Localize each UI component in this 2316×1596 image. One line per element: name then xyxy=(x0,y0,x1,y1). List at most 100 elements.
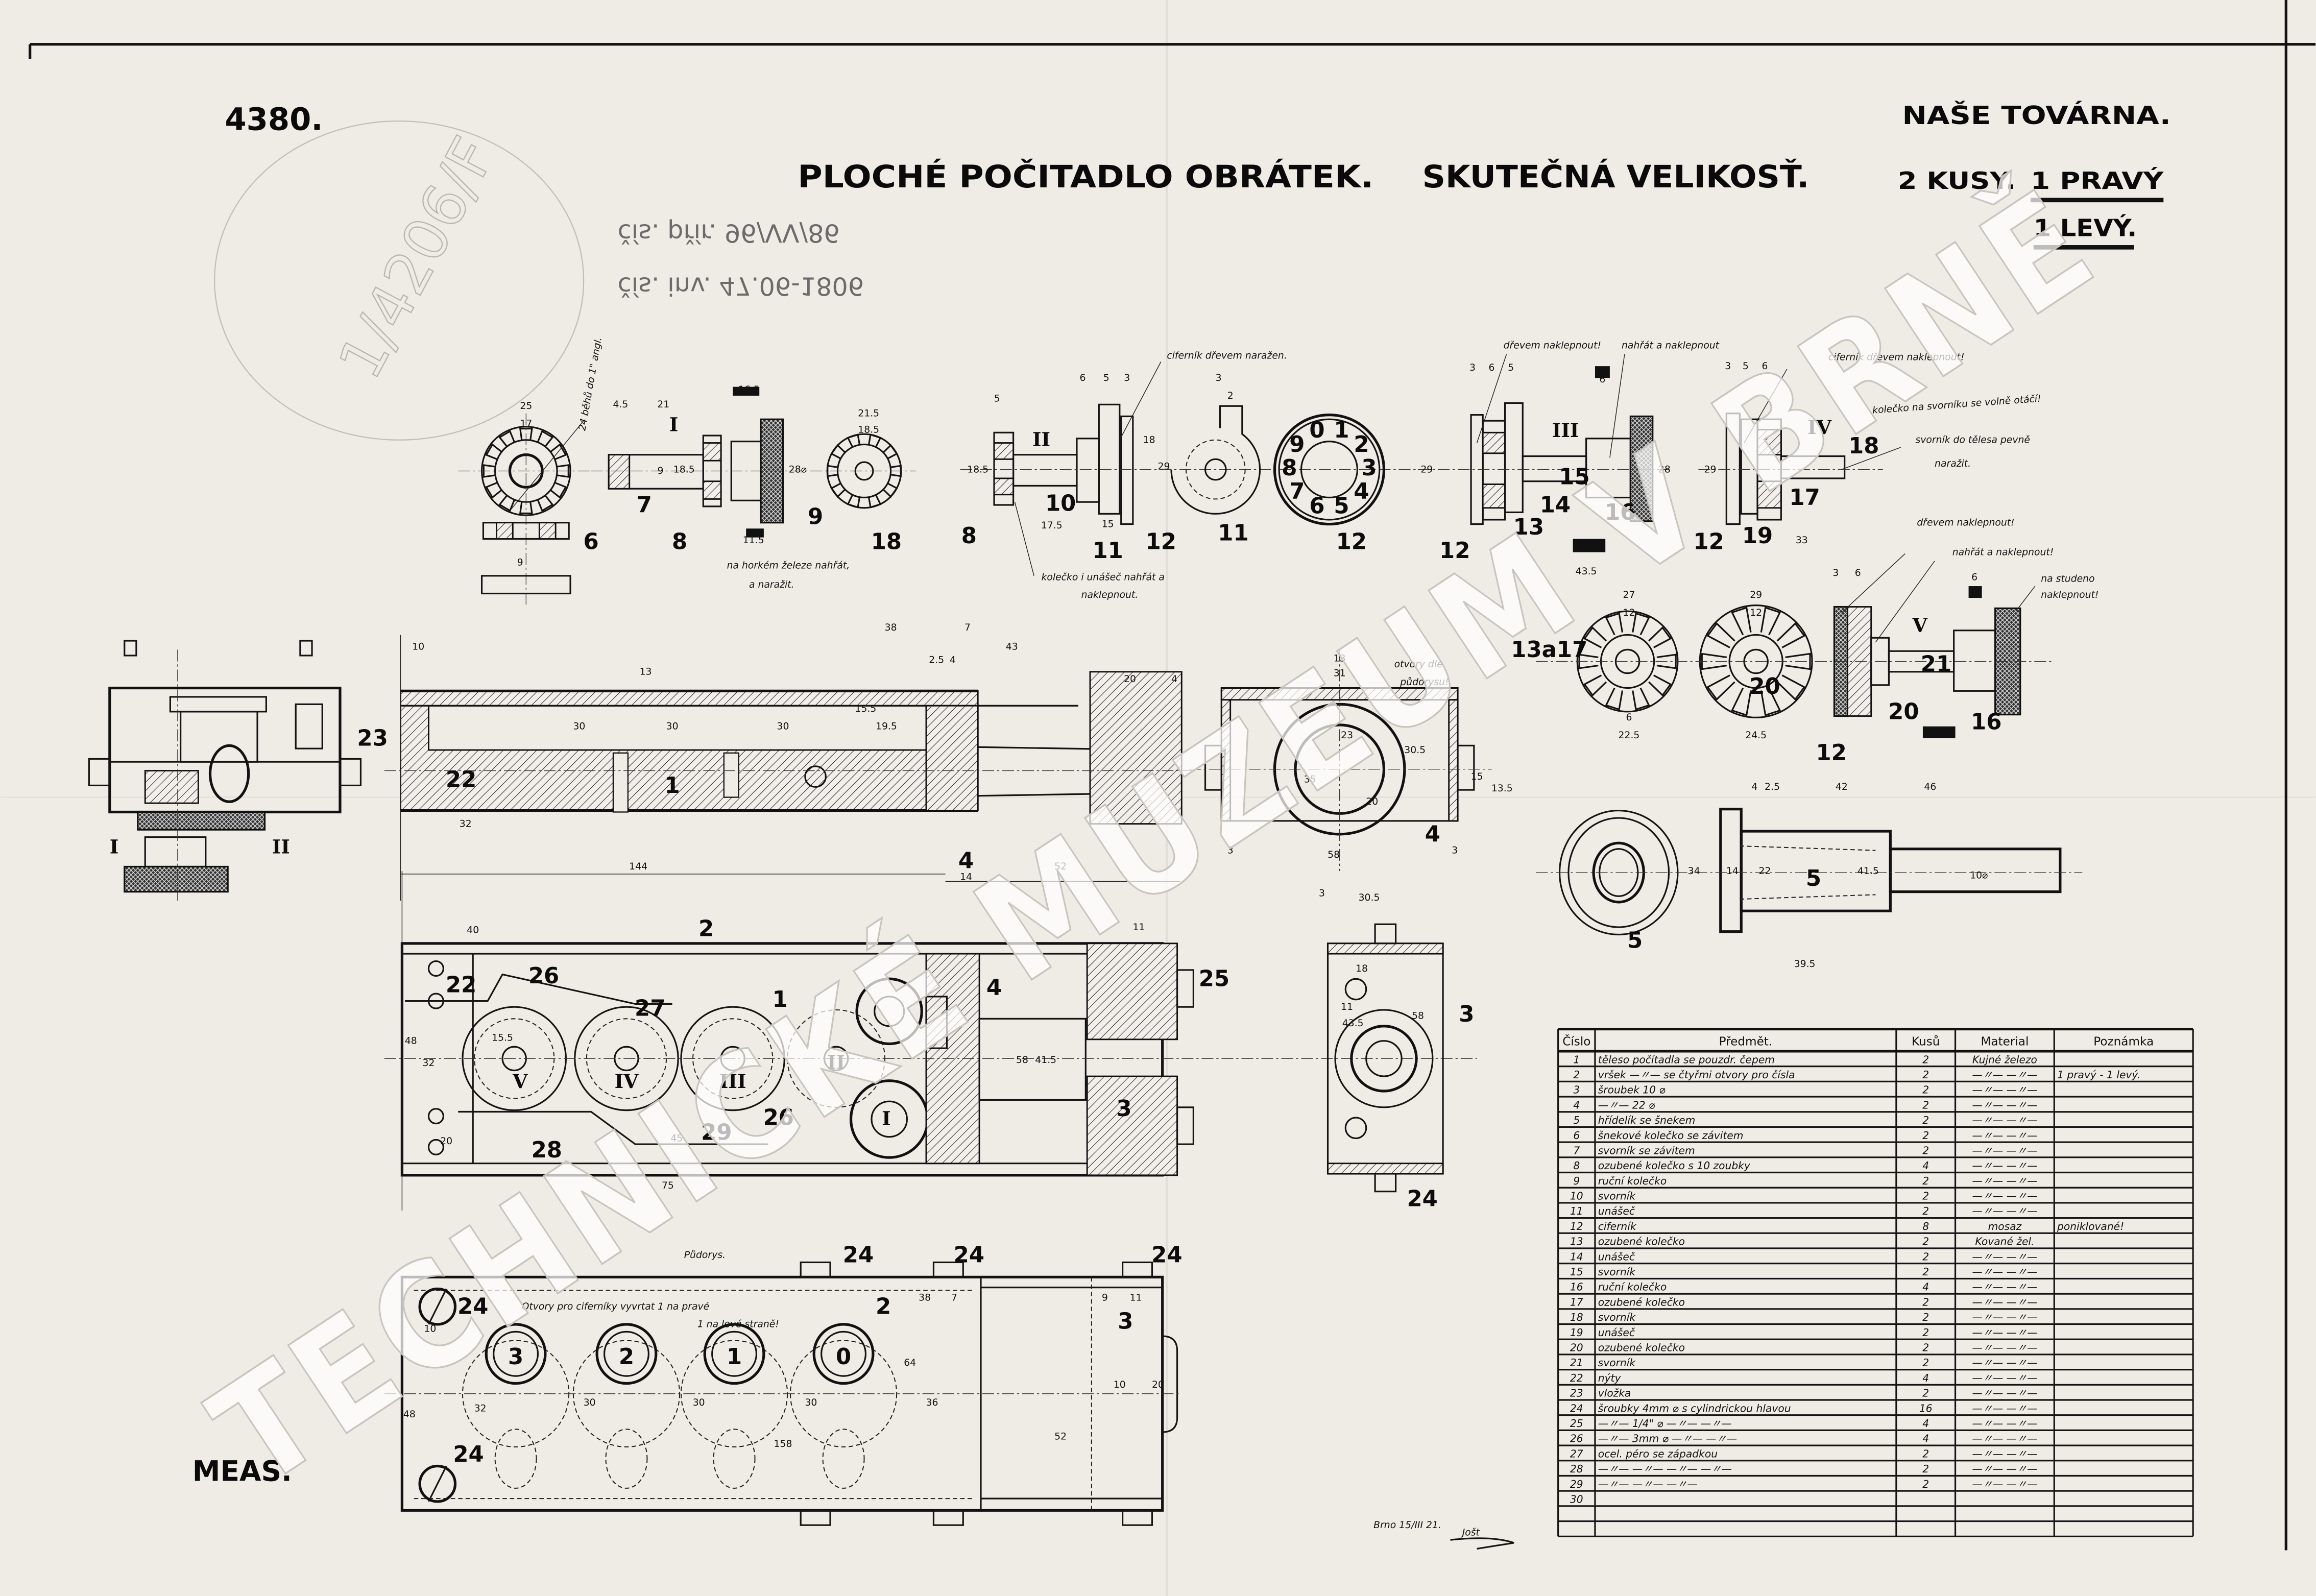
table-cell-qty: 2 xyxy=(1922,1478,1929,1490)
dimension-value: 18.5 xyxy=(673,464,695,475)
dimension-value: 28 xyxy=(1658,464,1671,475)
part-number-26: 26 xyxy=(763,1105,794,1131)
dimension-value: 34 xyxy=(1688,866,1700,877)
dimension-value: 20 xyxy=(440,1136,452,1147)
gear-tooth xyxy=(847,433,861,448)
part-number-3: 3 xyxy=(1459,1002,1474,1027)
gear-tooth xyxy=(1632,612,1650,636)
table-cell-item: ruční kolečko xyxy=(1598,1281,1667,1293)
dimension-value: 17.5 xyxy=(1041,520,1063,531)
dimension-value: 19.5 xyxy=(876,721,897,732)
digit-window xyxy=(485,1323,547,1385)
table-cell-no: 1 xyxy=(1573,1053,1580,1066)
dimension-value: 39.5 xyxy=(1794,959,1816,970)
table-cell-material: —〃— —〃— xyxy=(1972,1311,2038,1323)
dimension-value: 6 xyxy=(1489,362,1495,373)
part-number-12: 12 xyxy=(1336,529,1367,555)
table-cell-no: 20 xyxy=(1570,1342,1583,1354)
part-number-12: 12 xyxy=(1439,538,1470,564)
dimension-value: 17 xyxy=(520,419,532,429)
table-cell-material: —〃— —〃— xyxy=(1972,1417,2038,1430)
dimension-value: 29 xyxy=(1158,462,1170,472)
table-cell-qty: 4 xyxy=(1922,1372,1929,1384)
roman-label: V xyxy=(512,1070,528,1093)
dimension-value: 31 xyxy=(1334,668,1346,679)
dimension-value: 38 xyxy=(885,622,897,633)
table-cell-item: svorník xyxy=(1598,1357,1636,1369)
table-cell-material: mosaz xyxy=(1988,1220,2022,1232)
annotation-note: na studeno xyxy=(2041,573,2094,584)
roman-label: V xyxy=(1912,614,1928,637)
dimension-value: 11 xyxy=(1130,1293,1142,1303)
dimension-value: 11 xyxy=(1132,922,1145,933)
gear-tooth xyxy=(1605,612,1624,636)
table-cell-qty: 4 xyxy=(1922,1159,1929,1172)
dimension-value: 24.5 xyxy=(1745,730,1767,741)
table-cell-qty: 2 xyxy=(1922,1250,1929,1263)
table-cell-qty: 2 xyxy=(1922,1236,1929,1248)
table-cell-qty: 4 xyxy=(1922,1281,1929,1293)
table-cell-item: šroubky 4mm ⌀ s cylindrickou hlavou xyxy=(1598,1402,1791,1414)
dimension-value: 6 xyxy=(1080,373,1086,383)
dimension-value: 32 xyxy=(460,818,472,829)
dimension-value: 32 xyxy=(474,1404,487,1414)
gear-tooth xyxy=(882,482,898,498)
part-number-13a17: 13a17 xyxy=(1511,637,1587,663)
dial-numeral: 3 xyxy=(1361,455,1377,481)
dimension-value: 45 xyxy=(670,1133,683,1144)
roman-label: IV xyxy=(615,1070,639,1093)
table-cell-no: 8 xyxy=(1573,1159,1580,1172)
gear-tooth xyxy=(827,465,838,477)
part-number-16: 16 xyxy=(1605,500,1635,525)
part-number-11: 11 xyxy=(1093,538,1123,564)
table-cell-item: nýty xyxy=(1598,1372,1622,1384)
table-cell-no: 16 xyxy=(1570,1281,1583,1293)
dimension-value: 30 xyxy=(573,721,585,732)
assembly-I-detail xyxy=(458,386,916,606)
dimension-value: 18 xyxy=(1356,963,1368,974)
table-cell-no: 29 xyxy=(1570,1478,1583,1490)
part-number-7: 7 xyxy=(637,492,652,518)
table-cell-qty: 2 xyxy=(1922,1326,1929,1339)
part-number-6: 6 xyxy=(583,529,598,555)
dimension-value: 20 xyxy=(1366,796,1378,807)
dimension-value: 42 xyxy=(1836,782,1848,792)
gear-tooth xyxy=(867,494,882,509)
dimension-value: 10 xyxy=(424,1323,436,1334)
table-cell-qty: 2 xyxy=(1922,1099,1929,1111)
roman-label: III xyxy=(719,1070,746,1093)
table-cell-no: 21 xyxy=(1570,1357,1583,1369)
gear-tooth xyxy=(485,481,502,499)
table-cell-qty: 4 xyxy=(1922,1417,1929,1430)
dimension-value: 29 xyxy=(1750,590,1762,600)
table-cell-note: 1 pravý - 1 levý. xyxy=(2057,1069,2140,1081)
gear-tooth xyxy=(1583,626,1607,648)
dimension-value: 16.5 xyxy=(738,384,760,395)
part-number-29: 29 xyxy=(701,1120,732,1145)
dimension-value: 29 xyxy=(1704,464,1717,475)
dimension-value: 15.5 xyxy=(492,1033,513,1044)
dimension-value: 36 xyxy=(926,1397,938,1408)
dimension-value: 30 xyxy=(666,721,679,732)
dimension-value: 64 xyxy=(904,1358,916,1368)
part-number-28: 28 xyxy=(532,1138,562,1163)
part-number-24: 24 xyxy=(1407,1187,1437,1212)
table-cell-item: unášeč xyxy=(1598,1205,1635,1217)
dimension-value: 12 xyxy=(1623,608,1635,618)
annotation-note: ciferník dřevem naražen. xyxy=(1167,351,1287,361)
gear-tooth xyxy=(1731,607,1752,636)
annotation-note: 24 běhů do 1" angl. xyxy=(576,336,604,432)
table-cell-qty: 2 xyxy=(1922,1447,1929,1460)
table-cell-material: —〃— —〃— xyxy=(1972,1129,2038,1142)
part-number-20: 20 xyxy=(1749,674,1780,699)
drawing-scale-note: SKUTEČNÁ VELIKOSŤ. xyxy=(1422,158,1810,195)
date-place: Brno 15/III 21. xyxy=(1373,1520,1441,1531)
dimension-value: 38 xyxy=(919,1293,931,1303)
gear-tooth xyxy=(847,494,861,509)
dimension-value: 10 xyxy=(412,641,424,652)
table-header: Poznámka xyxy=(2093,1035,2154,1048)
table-cell-item: ozubené kolečko xyxy=(1598,1296,1685,1308)
annotation-note: naklepnout. xyxy=(1081,590,1139,600)
